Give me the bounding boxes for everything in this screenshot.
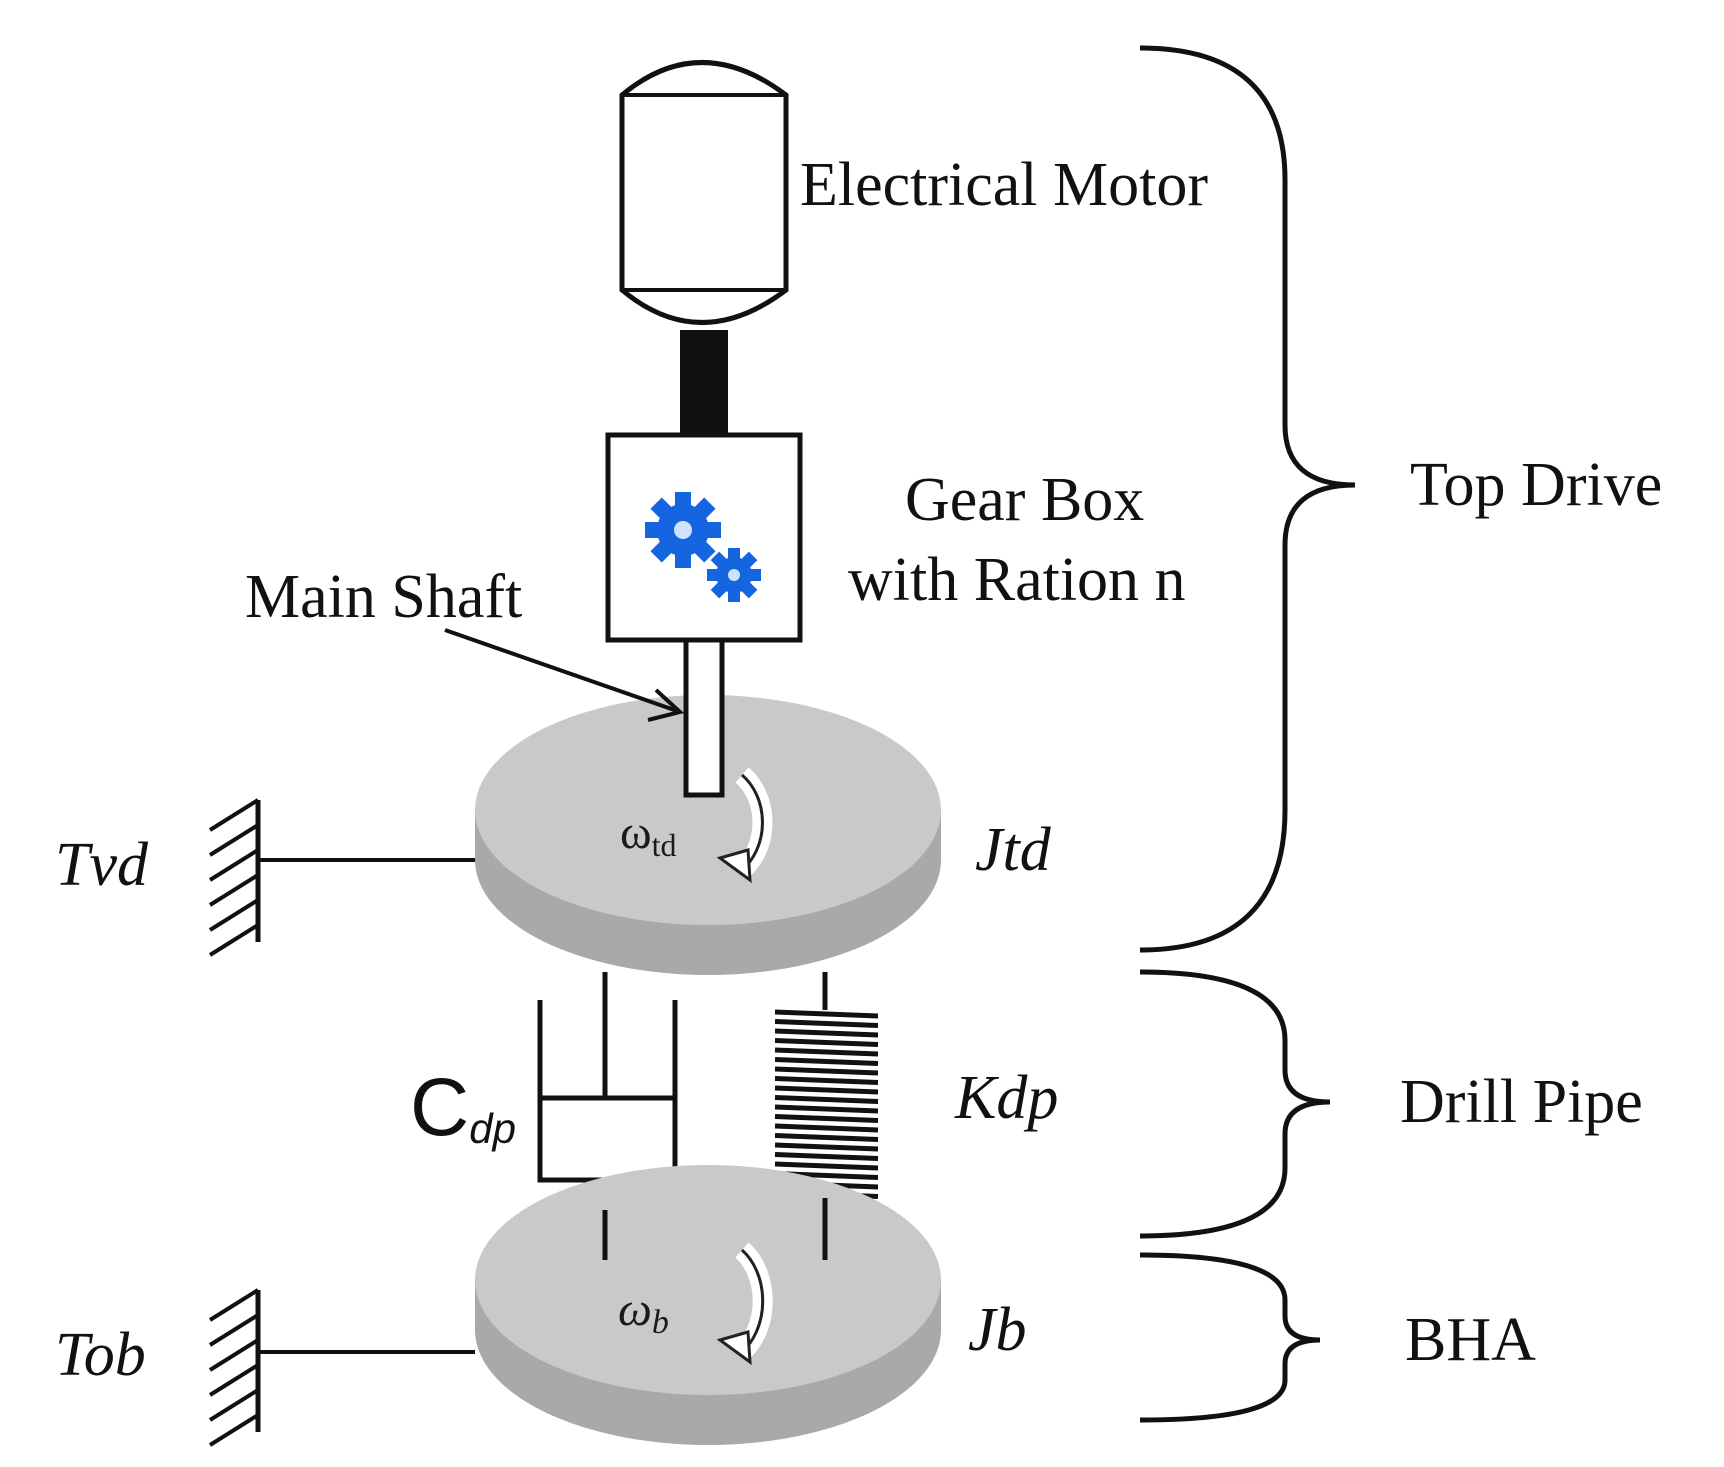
main-shaft-label: Main Shaft <box>245 563 522 631</box>
rotation-arrow-icon <box>716 767 773 884</box>
top-drive-label: Top Drive <box>1410 451 1662 519</box>
gear-box-label-line1: Gear Box <box>905 466 1144 534</box>
tob-ground <box>208 1288 475 1447</box>
tvd-label: Tvd <box>55 831 149 899</box>
gear-icon <box>645 492 721 568</box>
kdp-label: Kdp <box>954 1064 1058 1132</box>
spring-coil <box>774 1133 879 1142</box>
electrical-motor <box>619 60 789 325</box>
tvd-ground <box>208 798 475 957</box>
spring-coil <box>774 1028 879 1038</box>
omega-td-label: ωtd <box>620 806 676 863</box>
spring-coil <box>774 1057 879 1066</box>
spring-coil <box>774 1104 879 1114</box>
omega-b-label: ωb <box>618 1283 669 1341</box>
tob-label: Tob <box>55 1321 146 1389</box>
spring-coil <box>774 1142 879 1152</box>
main-shaft-pointer <box>444 628 685 722</box>
top-drive-brace <box>1139 45 1356 953</box>
bha-disc <box>475 1165 941 1445</box>
drill-pipe-label: Drill Pipe <box>1400 1068 1643 1136</box>
motor-coupling <box>680 330 728 435</box>
gear-box-label-line2: with Ration n <box>848 546 1186 614</box>
spring-coil <box>774 1152 879 1161</box>
electrical-motor-label: Electrical Motor <box>800 151 1208 219</box>
bha-brace <box>1139 1252 1321 1423</box>
main-shaft <box>683 637 725 798</box>
spring-coil <box>774 1114 879 1123</box>
jtd-label: Jtd <box>975 816 1052 884</box>
spring-coil <box>774 1095 879 1104</box>
spring-coil <box>774 1085 879 1095</box>
spring-coil <box>774 1066 879 1076</box>
spring-coil <box>774 1123 879 1133</box>
gear-box <box>605 432 803 643</box>
bha-label: BHA <box>1405 1306 1536 1374</box>
spring-coil <box>774 1076 879 1085</box>
rotation-arrow-icon <box>716 1242 773 1366</box>
spring-coil <box>774 1009 879 1019</box>
gear-icon <box>707 548 761 602</box>
top-drive-disc <box>475 695 941 975</box>
jb-label: Jb <box>968 1296 1027 1364</box>
spring-coil <box>774 1047 879 1057</box>
spring-coil <box>774 1019 879 1028</box>
spring-coil <box>774 1161 879 1171</box>
cdp-label: Cdp <box>410 1062 516 1153</box>
spring-coil <box>774 1038 879 1047</box>
drill-pipe-brace <box>1139 969 1331 1239</box>
